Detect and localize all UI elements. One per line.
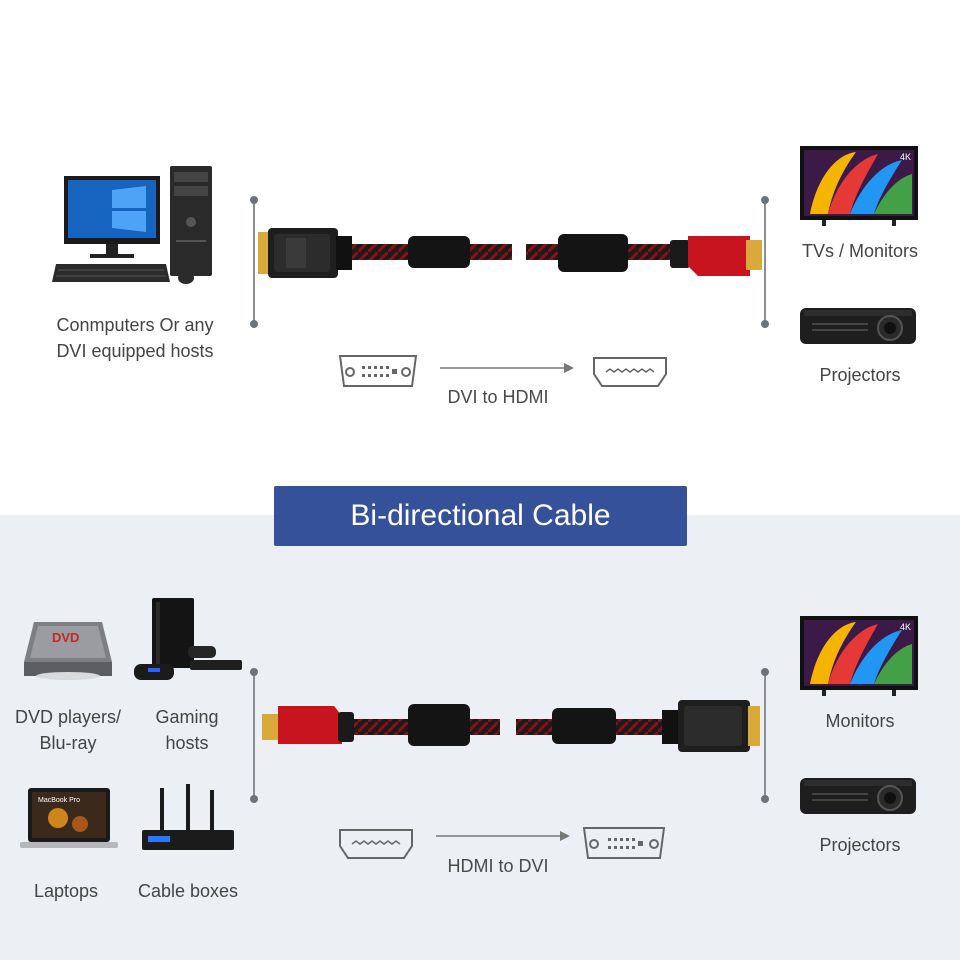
divider-right-bottom xyxy=(764,672,766,800)
divider-end-dot xyxy=(761,320,769,328)
divider-left-bottom xyxy=(253,672,255,800)
laptop-screen-text: MacBook Pro xyxy=(38,797,80,804)
hdmi-port-icon xyxy=(339,829,413,859)
bottom-section-background xyxy=(0,515,960,960)
dvi-to-hdmi-cable-image xyxy=(258,228,762,278)
dvd-player-image: DVD xyxy=(24,622,112,680)
laptop-image: MacBook Pro xyxy=(20,788,118,848)
desktop-computer-image xyxy=(52,166,212,284)
monitor-image: 4K xyxy=(800,616,918,696)
divider-end-dot xyxy=(761,196,769,204)
cable-box-image xyxy=(142,784,234,850)
gaming-console-image xyxy=(134,598,242,680)
dvd-logo: DVD xyxy=(52,630,79,645)
laptops-label: Laptops xyxy=(33,881,99,901)
source-label-line2: DVI equipped hosts xyxy=(56,341,214,361)
dvd-label-line2: Blu-ray xyxy=(39,733,97,753)
dvi-port-icon xyxy=(338,355,418,387)
dvi-port-icon xyxy=(582,827,666,859)
hdmi-port-icon xyxy=(593,357,667,387)
direction-caption-top: DVI to HDMI xyxy=(447,387,549,407)
gaming-label-line1: Gaming xyxy=(155,707,219,727)
dvd-label-line1: DVD players/ xyxy=(14,707,122,727)
projector-image xyxy=(800,308,916,344)
bi-directional-banner: Bi-directional Cable xyxy=(274,486,687,546)
arrow-right-icon xyxy=(436,831,570,841)
divider-end-dot xyxy=(250,320,258,328)
tv-image: 4K xyxy=(800,146,918,226)
cable-boxes-label: Cable boxes xyxy=(137,881,239,901)
hdmi-to-dvi-cable-image xyxy=(262,700,760,752)
hdmi-to-dvi-diagram xyxy=(339,827,666,859)
dest-label-projector: Projectors xyxy=(819,365,901,385)
direction-caption-bottom: HDMI to DVI xyxy=(447,856,549,876)
dest-label-monitor: Monitors xyxy=(825,711,895,731)
divider-end-dot xyxy=(250,196,258,204)
source-label-line1: Conmputers Or any xyxy=(56,315,214,335)
divider-end-dot xyxy=(761,795,769,803)
divider-end-dot xyxy=(250,795,258,803)
divider-end-dot xyxy=(761,668,769,676)
divider-right-top xyxy=(764,200,766,325)
monitor-badge: 4K xyxy=(900,622,911,632)
divider-end-dot xyxy=(250,668,258,676)
gaming-label-line2: hosts xyxy=(165,733,209,753)
dvi-to-hdmi-diagram xyxy=(338,355,667,387)
dest-label-projector-bottom: Projectors xyxy=(819,835,901,855)
dest-label-tv: TVs / Monitors xyxy=(801,241,919,261)
tv-badge: 4K xyxy=(900,152,911,162)
projector-image-bottom xyxy=(800,778,916,814)
divider-left-top xyxy=(253,200,255,325)
arrow-right-icon xyxy=(440,363,574,373)
